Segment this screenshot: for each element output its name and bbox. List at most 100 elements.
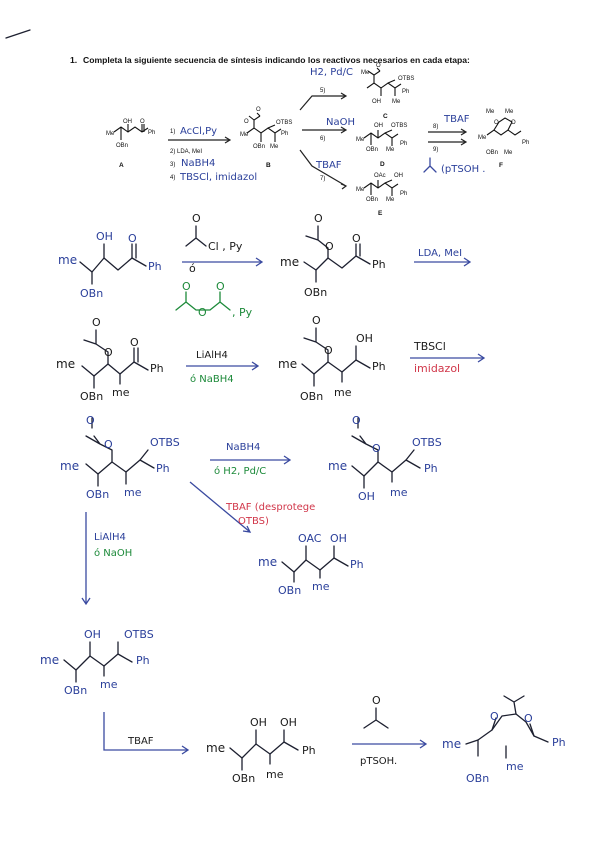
hw-arrow-3 [186,361,260,371]
hw-arrow-4 [410,353,486,363]
label-f: F [499,162,503,169]
hw-arrow-1 [182,257,264,267]
svg-text:O: O [86,414,95,427]
svg-text:TBAF (desprotege: TBAF (desprotege [225,502,315,513]
svg-text:OH: OH [330,532,347,545]
svg-text:Me: Me [240,132,249,138]
svg-text:OH: OH [372,99,381,105]
svg-text:Ph: Ph [148,260,162,273]
svg-text:NaBH4: NaBH4 [226,442,260,453]
svg-text:me: me [258,555,277,569]
svg-text:me: me [280,255,299,269]
svg-text:Me: Me [386,147,395,153]
svg-text:O: O [511,120,516,126]
svg-text:O: O [352,232,361,245]
svg-text:O: O [324,344,333,357]
svg-text:O: O [372,442,381,455]
svg-text:OBn: OBn [80,287,103,300]
svg-text:ó: ó [189,262,196,275]
svg-text:me: me [390,486,408,499]
arrow-d-f-2 [428,138,468,146]
svg-text:TBAF: TBAF [127,736,154,747]
svg-text:1): 1) [170,129,175,135]
svg-text:O: O [325,240,334,253]
compound-a: Me OH O Ph OBn A [106,119,155,169]
svg-text:OBn: OBn [116,143,128,149]
hw-acetone [363,707,389,729]
svg-text:3): 3) [170,162,175,168]
svg-text:ó H2, Pd/C: ó H2, Pd/C [214,465,266,477]
hw-molecule-8: me OH OTBS Ph OBn me [40,628,154,697]
hw-acetone-small [423,157,437,173]
svg-text:Ph: Ph [150,362,164,375]
svg-text:OBn: OBn [304,286,327,299]
svg-text:O: O [494,120,499,126]
svg-text:OAc: OAc [374,173,386,179]
svg-text:OH: OH [250,716,267,729]
svg-text:OTBS: OTBS [398,76,414,82]
svg-text:O: O [490,710,499,723]
svg-text:me: me [506,760,524,773]
svg-text:OBn: OBn [86,488,109,501]
svg-text:Ph: Ph [156,462,170,475]
label-a: A [119,162,124,169]
svg-text:OH: OH [96,230,113,243]
svg-text:O: O [256,107,261,113]
svg-text:O: O [314,212,323,225]
svg-text:O: O [312,314,321,327]
hw-s3: NaBH4 [181,158,215,169]
svg-text:O: O [352,414,361,427]
svg-text:5): 5) [320,88,325,94]
hw-arrow-9 [352,739,428,749]
svg-text:OH: OH [84,628,101,641]
svg-text:TBSCl: TBSCl [413,340,446,353]
svg-text:me: me [442,737,461,751]
svg-text:Ph: Ph [372,258,386,271]
hw-molecule-5: me O O OTBS Ph OBn me [60,414,180,501]
svg-text:ó NaOH: ó NaOH [94,547,132,559]
svg-text:Me: Me [356,187,365,193]
svg-text:Ph: Ph [552,736,566,749]
hw-s6: NaOH [326,117,355,128]
hw-molecule-4: me O O OH Ph OBn me [278,314,386,403]
hw-acetyl-chloride [185,225,207,247]
svg-text:OTBS): OTBS) [238,516,269,527]
svg-text:ó NaBH4: ó NaBH4 [190,373,234,385]
hw-s9: (pTSOH . [441,164,485,175]
svg-text:OBn: OBn [300,390,323,403]
svg-text:O: O [524,712,533,725]
svg-text:Me: Me [361,70,370,76]
svg-text:Me: Me [106,131,115,137]
hw-arrow-2 [414,257,472,267]
hw-arrow-5 [210,455,292,465]
arrow-b-c [299,92,348,111]
svg-text:OTBS: OTBS [391,123,407,129]
svg-text:OH: OH [123,119,132,125]
svg-text:O: O [140,119,145,125]
hw-molecule-10: me O O Ph OBn me [442,695,566,785]
svg-text:OH: OH [358,490,375,503]
svg-text:me: me [56,357,75,371]
label-b: B [266,162,271,169]
svg-text:OBn: OBn [486,150,498,156]
svg-text:8): 8) [433,124,438,130]
hw-arrow-7 [81,512,91,606]
svg-text:O: O [92,316,101,329]
svg-text:Ph: Ph [350,558,364,571]
label-c: C [383,113,388,120]
svg-text:OH: OH [374,123,383,129]
svg-text:Me: Me [505,109,514,115]
svg-text:Ph: Ph [281,131,288,137]
label-e: E [378,210,383,217]
hw-molecule-2: me O O O Ph OBn [280,212,386,299]
hw-arrow-8 [103,712,190,755]
svg-text:Ph: Ph [148,130,155,136]
svg-text:Me: Me [386,197,395,203]
svg-text:me: me [266,768,284,781]
svg-text:LiAlH4: LiAlH4 [94,532,126,543]
compound-b: O O Me OTBS Ph OBn Me B [240,107,292,169]
svg-text:Ph: Ph [402,89,409,95]
svg-text:OTBS: OTBS [150,436,180,449]
